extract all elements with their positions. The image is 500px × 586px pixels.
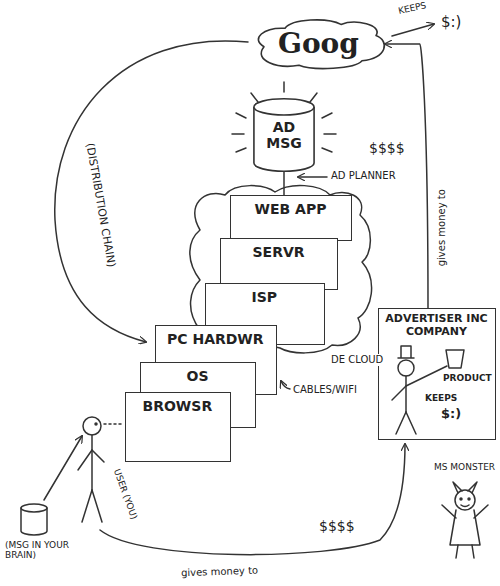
database-cylinder: AD MSG	[252, 98, 316, 172]
flow-label: gives money to	[180, 565, 259, 579]
connector-arrow	[283, 172, 285, 195]
user-figure	[78, 417, 104, 522]
money-smile: $:)	[441, 407, 461, 422]
leader-arrow	[281, 381, 290, 389]
brain-arrow	[44, 436, 82, 500]
keeps-label: KEEPS	[425, 393, 457, 403]
note-label: (MSG IN YOUR BRAIN)	[4, 540, 84, 561]
cloud-node: Goog	[250, 16, 390, 72]
layer-panel: BROWSR	[125, 392, 231, 462]
advertiser-figure	[392, 346, 464, 434]
cylinder-outline	[254, 99, 314, 115]
leader-arrow	[298, 176, 327, 178]
node-label: Goog	[278, 28, 359, 60]
node-label: OS	[187, 368, 209, 384]
node-label: ISP	[252, 289, 278, 305]
money-label: $$$$	[318, 518, 356, 534]
box-heading: ADVERTISER INC COMPANY	[383, 313, 490, 338]
money-label: $$$$	[368, 140, 406, 156]
layer-panel: WEB APP	[230, 195, 352, 241]
cloud-outline	[258, 20, 384, 69]
node-label: AD MSG	[257, 119, 311, 151]
callout-label: DE CLOUD	[330, 354, 384, 366]
keeps-label: KEEPS	[396, 0, 428, 16]
node-label: PC HARDWR	[167, 331, 264, 347]
money-smile: $:)	[440, 14, 462, 31]
monster-figure	[442, 482, 488, 558]
node-label: WEB APP	[255, 201, 327, 217]
callout-label: AD PLANNER	[330, 170, 397, 182]
node-label: BROWSR	[143, 398, 213, 414]
chain-label: (DISTRIBUTION CHAIN)	[83, 141, 118, 269]
company-box: ADVERTISER INC COMPANY PRODUCT KEEPS $:)	[378, 308, 496, 440]
product-cup	[446, 350, 464, 368]
cylinder-outline	[254, 107, 314, 171]
edge-label: gives money to	[435, 188, 447, 267]
product-label: PRODUCT	[443, 373, 492, 383]
brain-cylinder	[21, 504, 47, 535]
gaze-line	[104, 423, 122, 425]
monster-label: MS MONSTER	[433, 462, 496, 472]
node-label: SERVR	[253, 244, 305, 260]
callout-label: CABLES/WIFI	[292, 384, 358, 396]
user-label: USER (YOU)	[111, 467, 139, 522]
keeps-arrow	[392, 24, 434, 36]
